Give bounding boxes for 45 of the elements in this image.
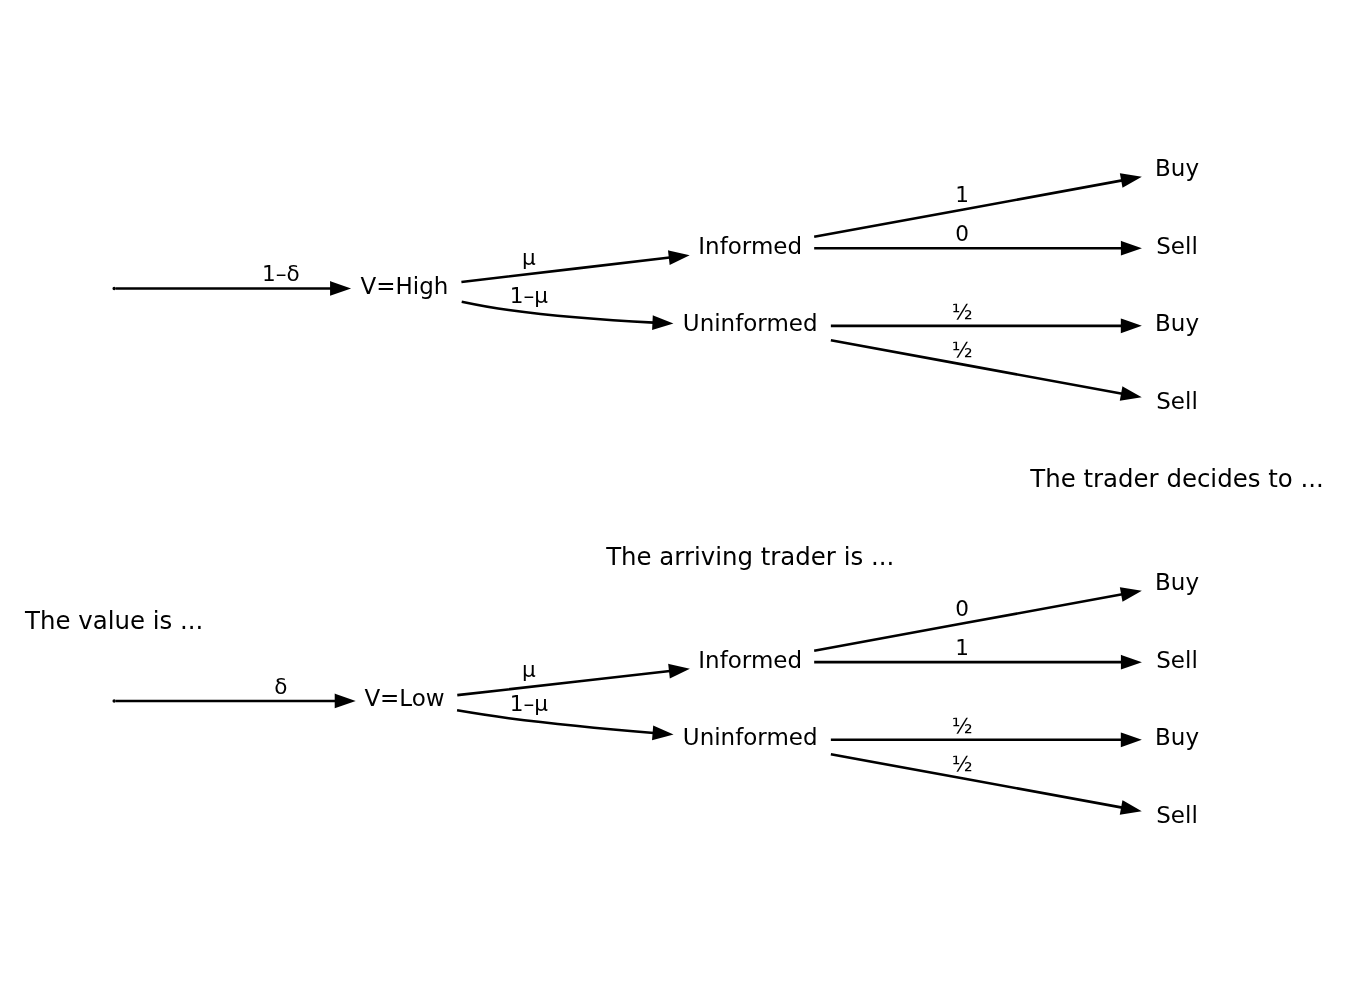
arrow <box>830 318 1142 333</box>
edge-label: ½ <box>951 750 973 776</box>
arrow <box>457 663 690 696</box>
node-text: Buy <box>1155 723 1200 750</box>
edge-label: 1–μ <box>509 690 548 716</box>
edge-label: 1 <box>955 181 970 207</box>
arrow <box>814 240 1142 256</box>
edge-label: ½ <box>951 298 973 324</box>
node-text: Informed <box>698 232 803 259</box>
arrow <box>456 708 674 740</box>
arrow <box>830 338 1142 401</box>
arrow <box>813 172 1142 238</box>
edge-label: ½ <box>951 336 973 362</box>
node-text: Uninformed <box>682 723 818 750</box>
node-text: Sell <box>1156 801 1198 828</box>
label: The trader decides to ... <box>1030 463 1324 493</box>
arrow <box>830 731 1142 747</box>
arrow <box>814 654 1142 669</box>
node-text: Sell <box>1156 387 1198 414</box>
edge-label: 1–δ <box>262 260 300 286</box>
arrow <box>813 586 1142 652</box>
edge-label: 0 <box>955 595 970 621</box>
edge-label: μ <box>521 244 536 270</box>
edge-label: μ <box>521 656 536 682</box>
arrow <box>830 752 1142 815</box>
node-text: Sell <box>1156 232 1198 259</box>
node-text: Buy <box>1155 309 1200 336</box>
node-text: V=High <box>360 272 449 299</box>
label: The arriving trader is ... <box>606 541 895 571</box>
edge-label: δ <box>274 673 288 699</box>
node-text: Buy <box>1155 154 1200 181</box>
label: The value is ... <box>25 605 204 635</box>
node-text: Uninformed <box>682 309 818 336</box>
arrow <box>115 693 356 708</box>
node-text: Informed <box>698 646 803 673</box>
edge-label: 1–μ <box>509 282 548 308</box>
arrow <box>461 249 690 283</box>
node-text: Buy <box>1155 568 1200 595</box>
node-text: Sell <box>1156 646 1198 673</box>
arrow <box>461 299 674 330</box>
edge-label: 0 <box>955 220 970 246</box>
arrow <box>115 280 352 296</box>
edge-label: ½ <box>951 712 973 738</box>
node-text: V=Low <box>364 684 445 711</box>
edge-label: 1 <box>955 634 970 660</box>
